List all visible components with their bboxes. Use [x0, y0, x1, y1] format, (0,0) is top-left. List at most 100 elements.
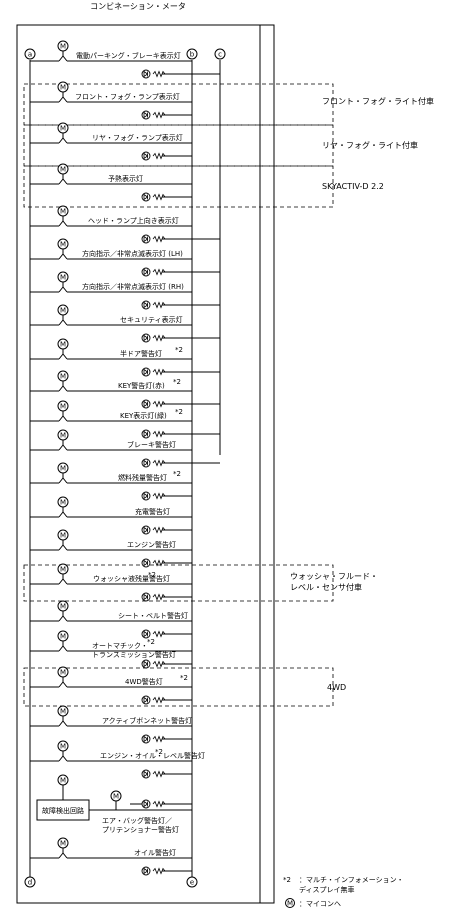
- lamp-icon: [141, 399, 151, 409]
- legend-microcomputer-letter: M: [287, 900, 293, 908]
- lamp-indicator: [141, 866, 166, 876]
- microcomputer-letter: M: [60, 43, 66, 51]
- microcomputer-letter: M: [60, 840, 66, 848]
- indicator-label-line: 方向指示／非常点滅表示灯 (LH): [82, 249, 183, 258]
- resistor-icon: [152, 111, 166, 119]
- transistor-right: [62, 511, 68, 518]
- microcomputer-icon: M: [57, 429, 69, 441]
- transistor-right: [62, 286, 68, 293]
- microcomputer-icon: M: [57, 370, 69, 382]
- microcomputer-icon: M: [57, 600, 69, 612]
- indicator-label-line: フロント・フォグ・ランプ表示灯: [75, 92, 180, 101]
- microcomputer-letter: M: [113, 793, 119, 801]
- microcomputer-letter: M: [60, 633, 66, 641]
- lamp-icon: [141, 69, 151, 79]
- option-group-box: [23, 564, 334, 602]
- indicator-label-line: ブレーキ警告灯: [127, 440, 176, 449]
- legend-motor-text: ：マイコンへ: [299, 900, 341, 908]
- lamp-indicator: [141, 458, 166, 468]
- microcomputer-icon: M: [57, 122, 69, 134]
- microcomputer-icon: M: [57, 163, 69, 175]
- indicator-label-line: エンジン・オイル・レベル警告灯: [100, 751, 205, 760]
- microcomputer-icon: M: [57, 205, 69, 217]
- microcomputer-letter: M: [60, 499, 66, 507]
- indicator-label-line: オートマチック・: [92, 642, 148, 650]
- microcomputer-icon: M: [57, 837, 69, 849]
- lamp-icon: [141, 300, 151, 310]
- microcomputer-letter: M: [60, 208, 66, 216]
- microcomputer-letter: M: [60, 777, 66, 785]
- microcomputer-letter: M: [60, 532, 66, 540]
- indicator-row: M 方向指示／非常点滅表示灯 (LH): [30, 238, 220, 277]
- transistor-left: [58, 385, 64, 392]
- microcomputer-letter: M: [60, 307, 66, 315]
- indicator-label-line: ウォッシャ液残量警告灯: [93, 574, 170, 583]
- lamp-indicator: [141, 267, 166, 277]
- indicator-row: Mリヤ・フォグ・ランプ表示灯: [30, 122, 193, 161]
- transistor-right: [62, 415, 68, 422]
- indicator-label-line: 予熱表示灯: [108, 174, 143, 183]
- connector-node-circle: [186, 48, 198, 60]
- indicator-label: セキュリティ表示灯: [120, 315, 183, 324]
- lamp-icon: [141, 769, 151, 779]
- microcomputer-letter: M: [60, 566, 66, 574]
- lamp-icon: [141, 659, 151, 669]
- indicator-label: アクティブボンネット警告灯: [102, 716, 192, 725]
- indicator-row: M エンジン警告灯: [30, 529, 193, 568]
- transistor-right: [62, 681, 68, 688]
- fault-detection-label: 故障検出回路: [42, 806, 84, 815]
- microcomputer-circle: [57, 740, 69, 752]
- indicator-label: エンジン警告灯: [127, 540, 176, 549]
- note-mark: *2: [148, 571, 156, 579]
- indicator-label-line: 4WD警告灯: [125, 677, 163, 686]
- indicator-label: ブレーキ警告灯: [127, 440, 176, 449]
- lamp-indicator: [141, 695, 166, 705]
- microcomputer-icon: M: [57, 338, 69, 350]
- microcomputer-icon: M: [57, 705, 69, 717]
- meter-frame: [16, 24, 275, 904]
- option-group-label: リヤ・フォグ・ライト付車: [322, 140, 418, 150]
- indicator-label: 4WD警告灯: [125, 677, 163, 686]
- resistor-icon: [152, 660, 166, 668]
- transistor-left: [58, 55, 64, 62]
- resistor-icon: [152, 70, 166, 78]
- connector-node-label: e: [190, 879, 194, 887]
- microcomputer-circle: [57, 529, 69, 541]
- microcomputer-circle: [57, 462, 69, 474]
- diode-icon: [143, 430, 149, 438]
- indicator-label-line: オイル警告灯: [134, 848, 176, 857]
- microcomputer-icon: M: [57, 238, 69, 250]
- transistor-right: [62, 220, 68, 227]
- indicator-label: シート・ベルト警告灯: [118, 611, 188, 620]
- diode-icon: [143, 152, 149, 160]
- transistor-right: [62, 55, 68, 62]
- resistor-icon: [152, 334, 166, 342]
- transistor-left: [58, 286, 64, 293]
- connector-node-circle: [186, 876, 198, 888]
- option-group-box: [23, 667, 334, 707]
- lamp-indicator: [141, 558, 166, 568]
- microcomputer-circle: [57, 600, 69, 612]
- transistor-left: [58, 415, 64, 422]
- transistor-left: [58, 578, 64, 585]
- transistor-right: [62, 578, 68, 585]
- diode-icon: [143, 630, 149, 638]
- resistor-icon: [152, 152, 166, 160]
- indicator-row: M セキュリティ表示灯: [30, 304, 220, 343]
- lamp-icon: [141, 491, 151, 501]
- legend-note-text-line: ディスプレイ無車: [299, 885, 355, 894]
- indicator-row: M シート・ベルト警告灯: [30, 600, 193, 639]
- transistor-left: [58, 511, 64, 518]
- diode-icon: [143, 235, 149, 243]
- microcomputer-circle: [57, 400, 69, 412]
- page-title: コンビネーション・メータ: [90, 2, 186, 11]
- microcomputer-letter: M: [60, 166, 66, 174]
- microcomputer-letter: M: [60, 743, 66, 751]
- indicator-label-line: KEY警告灯(赤): [118, 381, 165, 390]
